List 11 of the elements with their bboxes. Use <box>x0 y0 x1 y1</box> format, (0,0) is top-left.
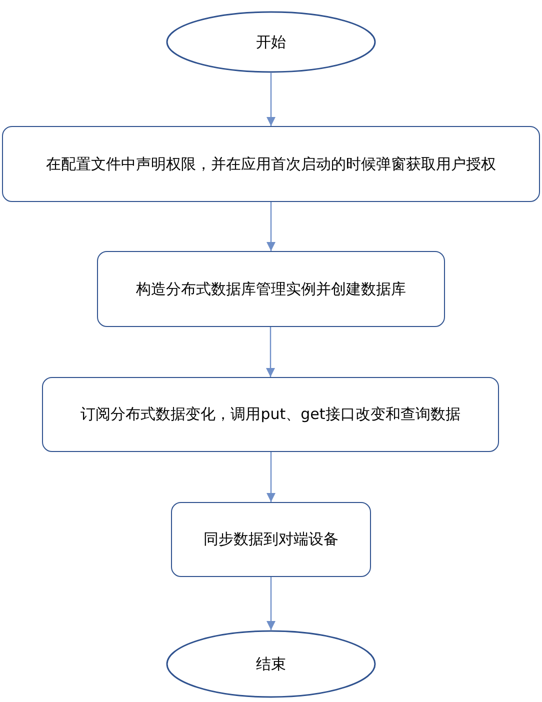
arrow <box>266 577 276 630</box>
process-box: 订阅分布式数据变化，调用put、get接口改变和查询数据 <box>42 377 499 452</box>
start-ellipse: 开始 <box>166 11 376 73</box>
arrow <box>266 202 276 251</box>
arrow <box>266 452 276 502</box>
process-box: 同步数据到对端设备 <box>171 502 371 577</box>
arrow <box>266 327 275 377</box>
process-box: 构造分布式数据库管理实例并创建数据库 <box>97 251 445 327</box>
arrow <box>266 73 276 126</box>
end-ellipse: 结束 <box>166 630 376 698</box>
process-box: 在配置文件中声明权限，并在应用首次启动的时候弹窗获取用户授权 <box>2 126 540 202</box>
